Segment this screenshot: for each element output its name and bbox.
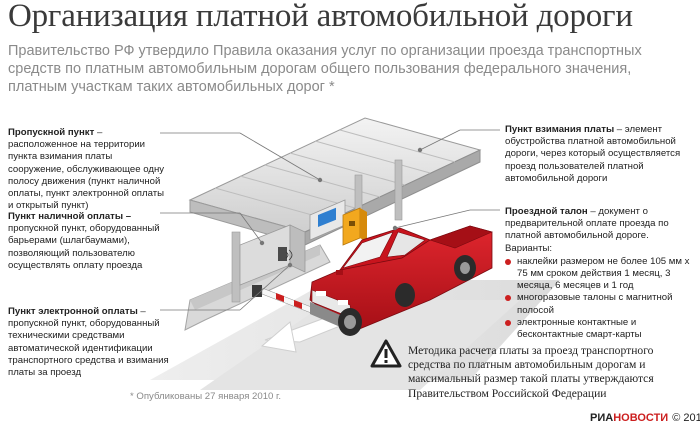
collection-point-text: – элемент обустройства платной автомобил… [505,124,681,184]
ticket-option-text: наклейки размером не более 105 мм x 75 м… [517,255,690,292]
cash-point-definition: Пункт наличной оплаты – пропускной пункт… [8,211,168,272]
ticket-option-text: электронные контактные и бесконтактные с… [517,316,642,341]
electronic-point-text: – пропускной пункт, оборудованный технич… [8,306,169,379]
bullet-dot-icon [505,258,511,265]
checkpoint-term: Пропускной пункт [8,127,95,138]
ticket-text: – документ о предварительной оплате прое… [505,206,669,254]
page-title: Организация платной автомобильной дороги [8,0,633,34]
publication-footnote: * Опубликованы 27 января 2010 г. [130,391,282,402]
bullet-dot-icon [505,295,511,302]
pickup-truck [309,225,493,336]
booth-cash [342,207,367,246]
warning-icon [370,339,402,368]
checkpoint-text: – расположенное на территории пункта взи… [8,127,165,212]
brand-novosti: НОВОСТИ [613,412,669,424]
kiosk [239,224,306,286]
ticket-option: многоразовые талоны с магнитной полосой [505,292,695,316]
pricing-note: Методика расчета платы за проезд транспо… [408,344,654,400]
booth-electronic [309,199,346,241]
cash-point-text: пропускной пункт, оборудованный барьерам… [8,223,160,271]
ticket-option: наклейки размером не более 105 мм x 75 м… [505,256,695,293]
ticket-term: Проездной талон [505,206,588,217]
ticket-definition: Проездной талон – документ о предварител… [505,206,695,341]
checkpoint-definition: Пропускной пункт – расположенное на терр… [8,127,168,212]
pillar-left [231,231,241,303]
brand-copyright: © 2010 [672,412,700,424]
cash-point-term: Пункт наличной оплаты – [8,211,132,222]
ticket-option: электронные контактные и бесконтактные с… [505,317,695,341]
road-lane [200,300,520,390]
ticket-option-text: многоразовые талоны с магнитной полосой [517,292,673,316]
collection-point-definition: Пункт взимания платы – элемент обустройс… [505,124,695,185]
bullet-dot-icon [505,319,511,326]
electronic-point-term: Пункт электронной оплаты [8,306,138,317]
collection-point-term: Пункт взимания платы [505,124,615,135]
pillar-right [394,159,403,221]
page-subtitle: Правительство РФ утвердило Правила оказа… [8,43,642,95]
electronic-point-definition: Пункт электронной оплаты – пропускной пу… [8,306,183,379]
brand-ria: РИА [590,412,614,424]
